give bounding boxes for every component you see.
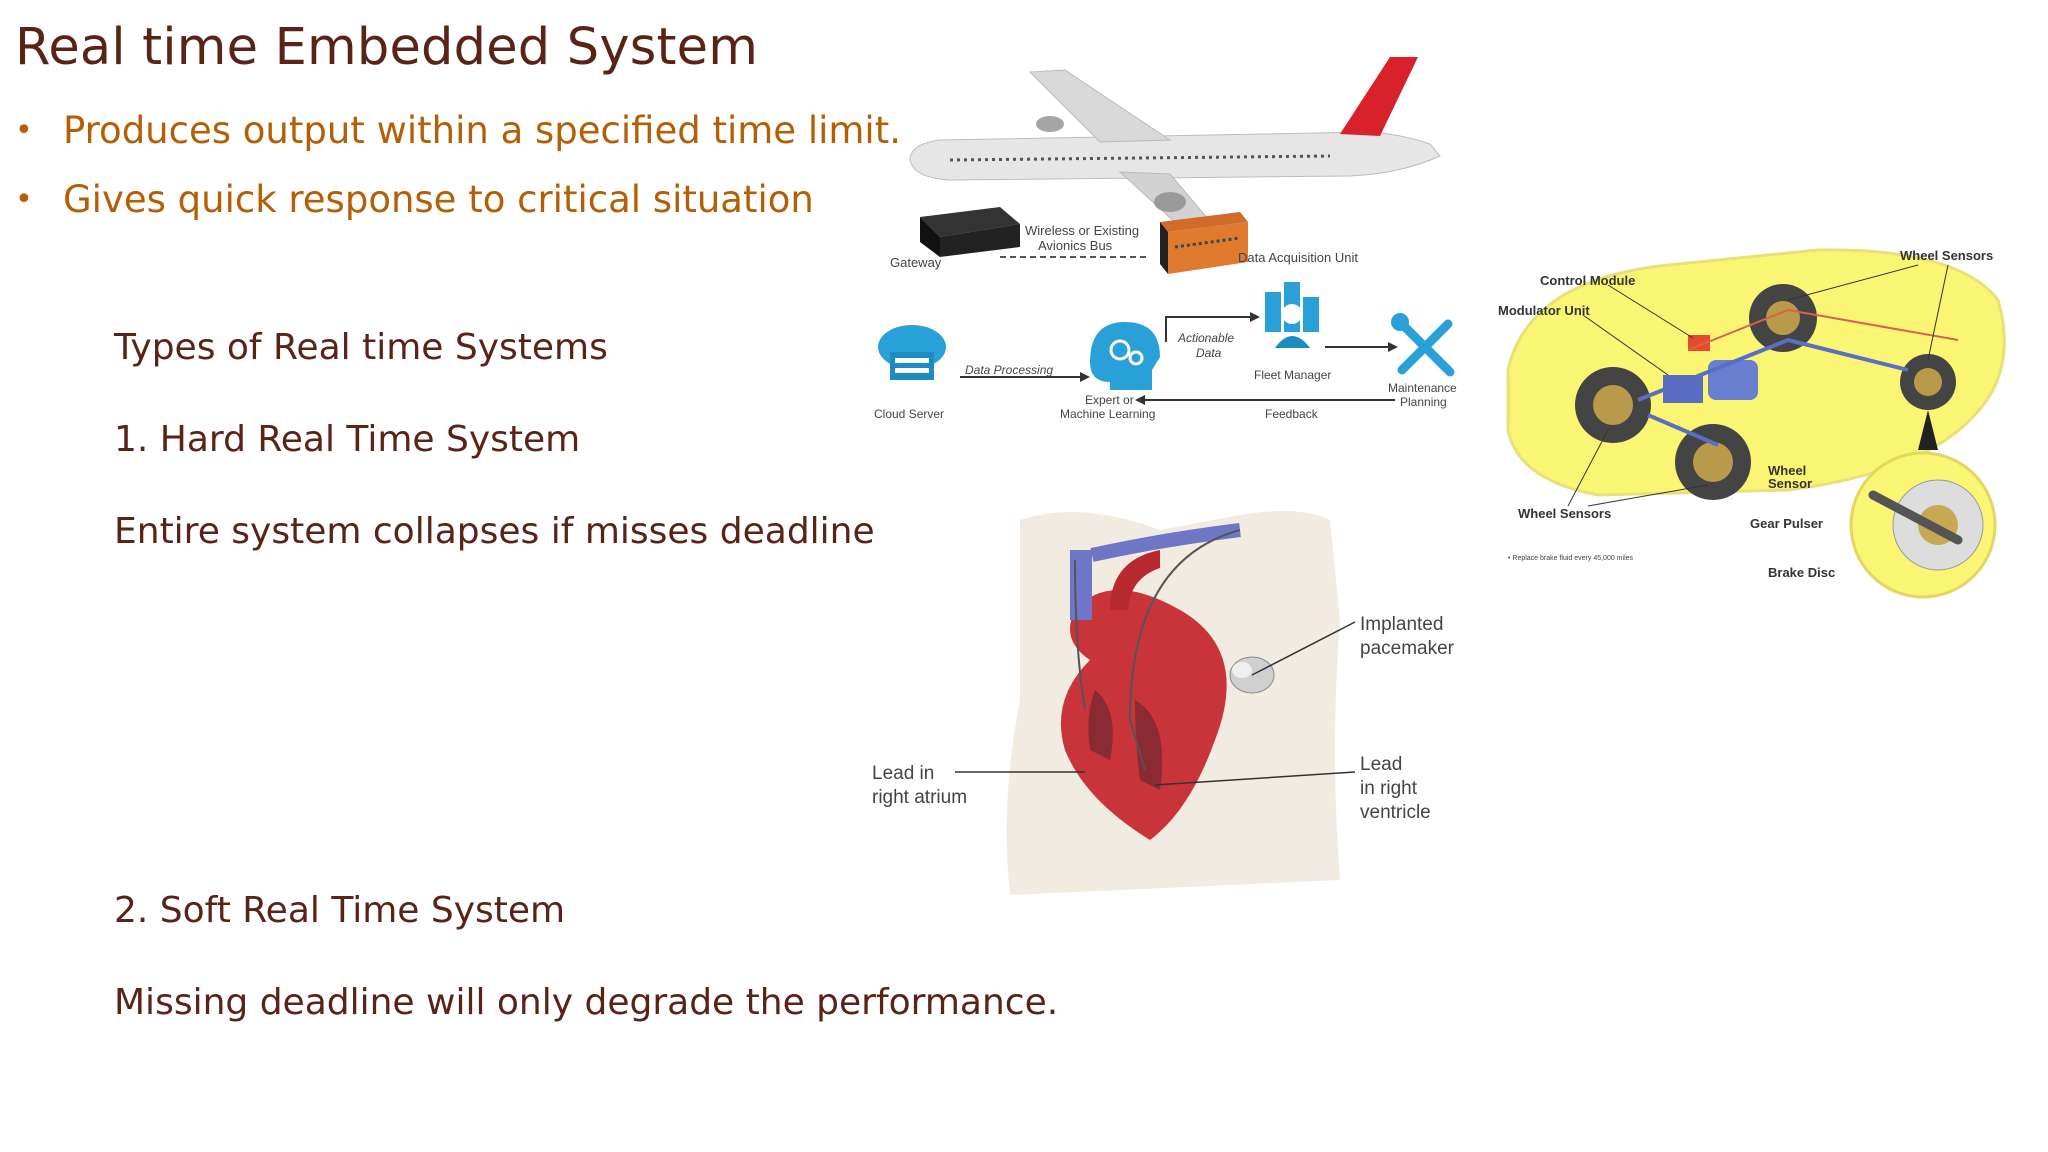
wheel-sensors-top-label: Wheel Sensors	[1900, 248, 1993, 263]
actionable-label-2: Data	[1196, 346, 1222, 360]
gateway-device-icon	[920, 207, 1020, 257]
types-heading: Types of Real time Systems	[114, 327, 608, 368]
pacemaker-diagram: Implanted pacemaker Lead in right atrium…	[872, 511, 1455, 895]
maintenance-label-2: Planning	[1400, 395, 1447, 409]
brake-disc-label: Brake Disc	[1768, 565, 1835, 580]
bullet-dot-icon: •	[15, 182, 33, 217]
bus-label-2: Avionics Bus	[1038, 238, 1113, 253]
bullet-item: • Gives quick response to critical situat…	[15, 174, 901, 243]
bullet-text: Produces output within a specified time …	[63, 109, 901, 152]
dau-label: Data Acquisition Unit	[1238, 250, 1358, 265]
data-acquisition-unit-icon	[1160, 212, 1248, 274]
brake-disc-icon	[1868, 479, 1984, 571]
brake-note: • Replace brake fluid every 45,000 miles	[1508, 555, 1634, 562]
actionable-label: Actionable	[1177, 331, 1234, 345]
implanted-label: Implanted	[1360, 614, 1443, 635]
implanted-label-2: pacemaker	[1360, 638, 1455, 659]
bullet-dot-icon: •	[15, 113, 33, 148]
fleet-manager-icon	[1265, 282, 1319, 348]
lead-atrium-label: Lead in	[872, 763, 934, 784]
soft-description: Missing deadline will only degrade the p…	[114, 982, 1059, 1023]
wheel-sensor-label: Wheel	[1768, 463, 1806, 478]
gear-pulser-label: Gear Pulser	[1750, 516, 1823, 531]
slide-title: Real time Embedded System	[15, 18, 759, 77]
fleet-label: Fleet Manager	[1254, 368, 1331, 382]
wheel-sensors-bottom-label: Wheel Sensors	[1518, 506, 1611, 521]
lead-ventricle-label: Lead	[1360, 754, 1402, 775]
bullet-item: • Produces output within a specified time…	[15, 105, 901, 174]
cloud-server-icon	[878, 325, 946, 380]
lead-ventricle-label-3: ventricle	[1360, 802, 1431, 823]
modulator-unit-label: Modulator Unit	[1498, 303, 1590, 318]
data-processing-label: Data Processing	[965, 363, 1053, 377]
heart-icon	[1060, 523, 1241, 840]
maintenance-label: Maintenance	[1388, 381, 1457, 395]
avionics-diagram: Gateway Wireless or Existing Avionics Bu…	[874, 57, 1457, 421]
feedback-label: Feedback	[1265, 407, 1319, 421]
lead-ventricle-label-2: in right	[1360, 778, 1418, 799]
hard-description: Entire system collapses if misses deadli…	[114, 511, 875, 552]
cloud-label: Cloud Server	[874, 407, 944, 421]
hard-heading: 1. Hard Real Time System	[114, 419, 581, 460]
soft-heading: 2. Soft Real Time System	[114, 890, 566, 931]
abs-brake-diagram: Control Module Modulator Unit Wheel Sens…	[1498, 248, 2006, 599]
bullet-list: • Produces output within a specified time…	[15, 105, 901, 243]
wheel-sensor-label-2: Sensor	[1768, 476, 1812, 491]
maintenance-tools-icon	[1391, 313, 1455, 377]
airplane-icon	[909, 57, 1441, 228]
lead-atrium-label-2: right atrium	[872, 787, 967, 808]
expert-head-icon	[1090, 322, 1160, 390]
wheel-icon	[1575, 284, 1956, 500]
gateway-label: Gateway	[890, 255, 942, 270]
expert-label: Expert or	[1085, 393, 1134, 407]
expert-label-2: Machine Learning	[1060, 407, 1155, 421]
bullet-text: Gives quick response to critical situati…	[63, 178, 814, 221]
bus-label: Wireless or Existing	[1025, 223, 1139, 238]
control-module-label: Control Module	[1540, 273, 1635, 288]
